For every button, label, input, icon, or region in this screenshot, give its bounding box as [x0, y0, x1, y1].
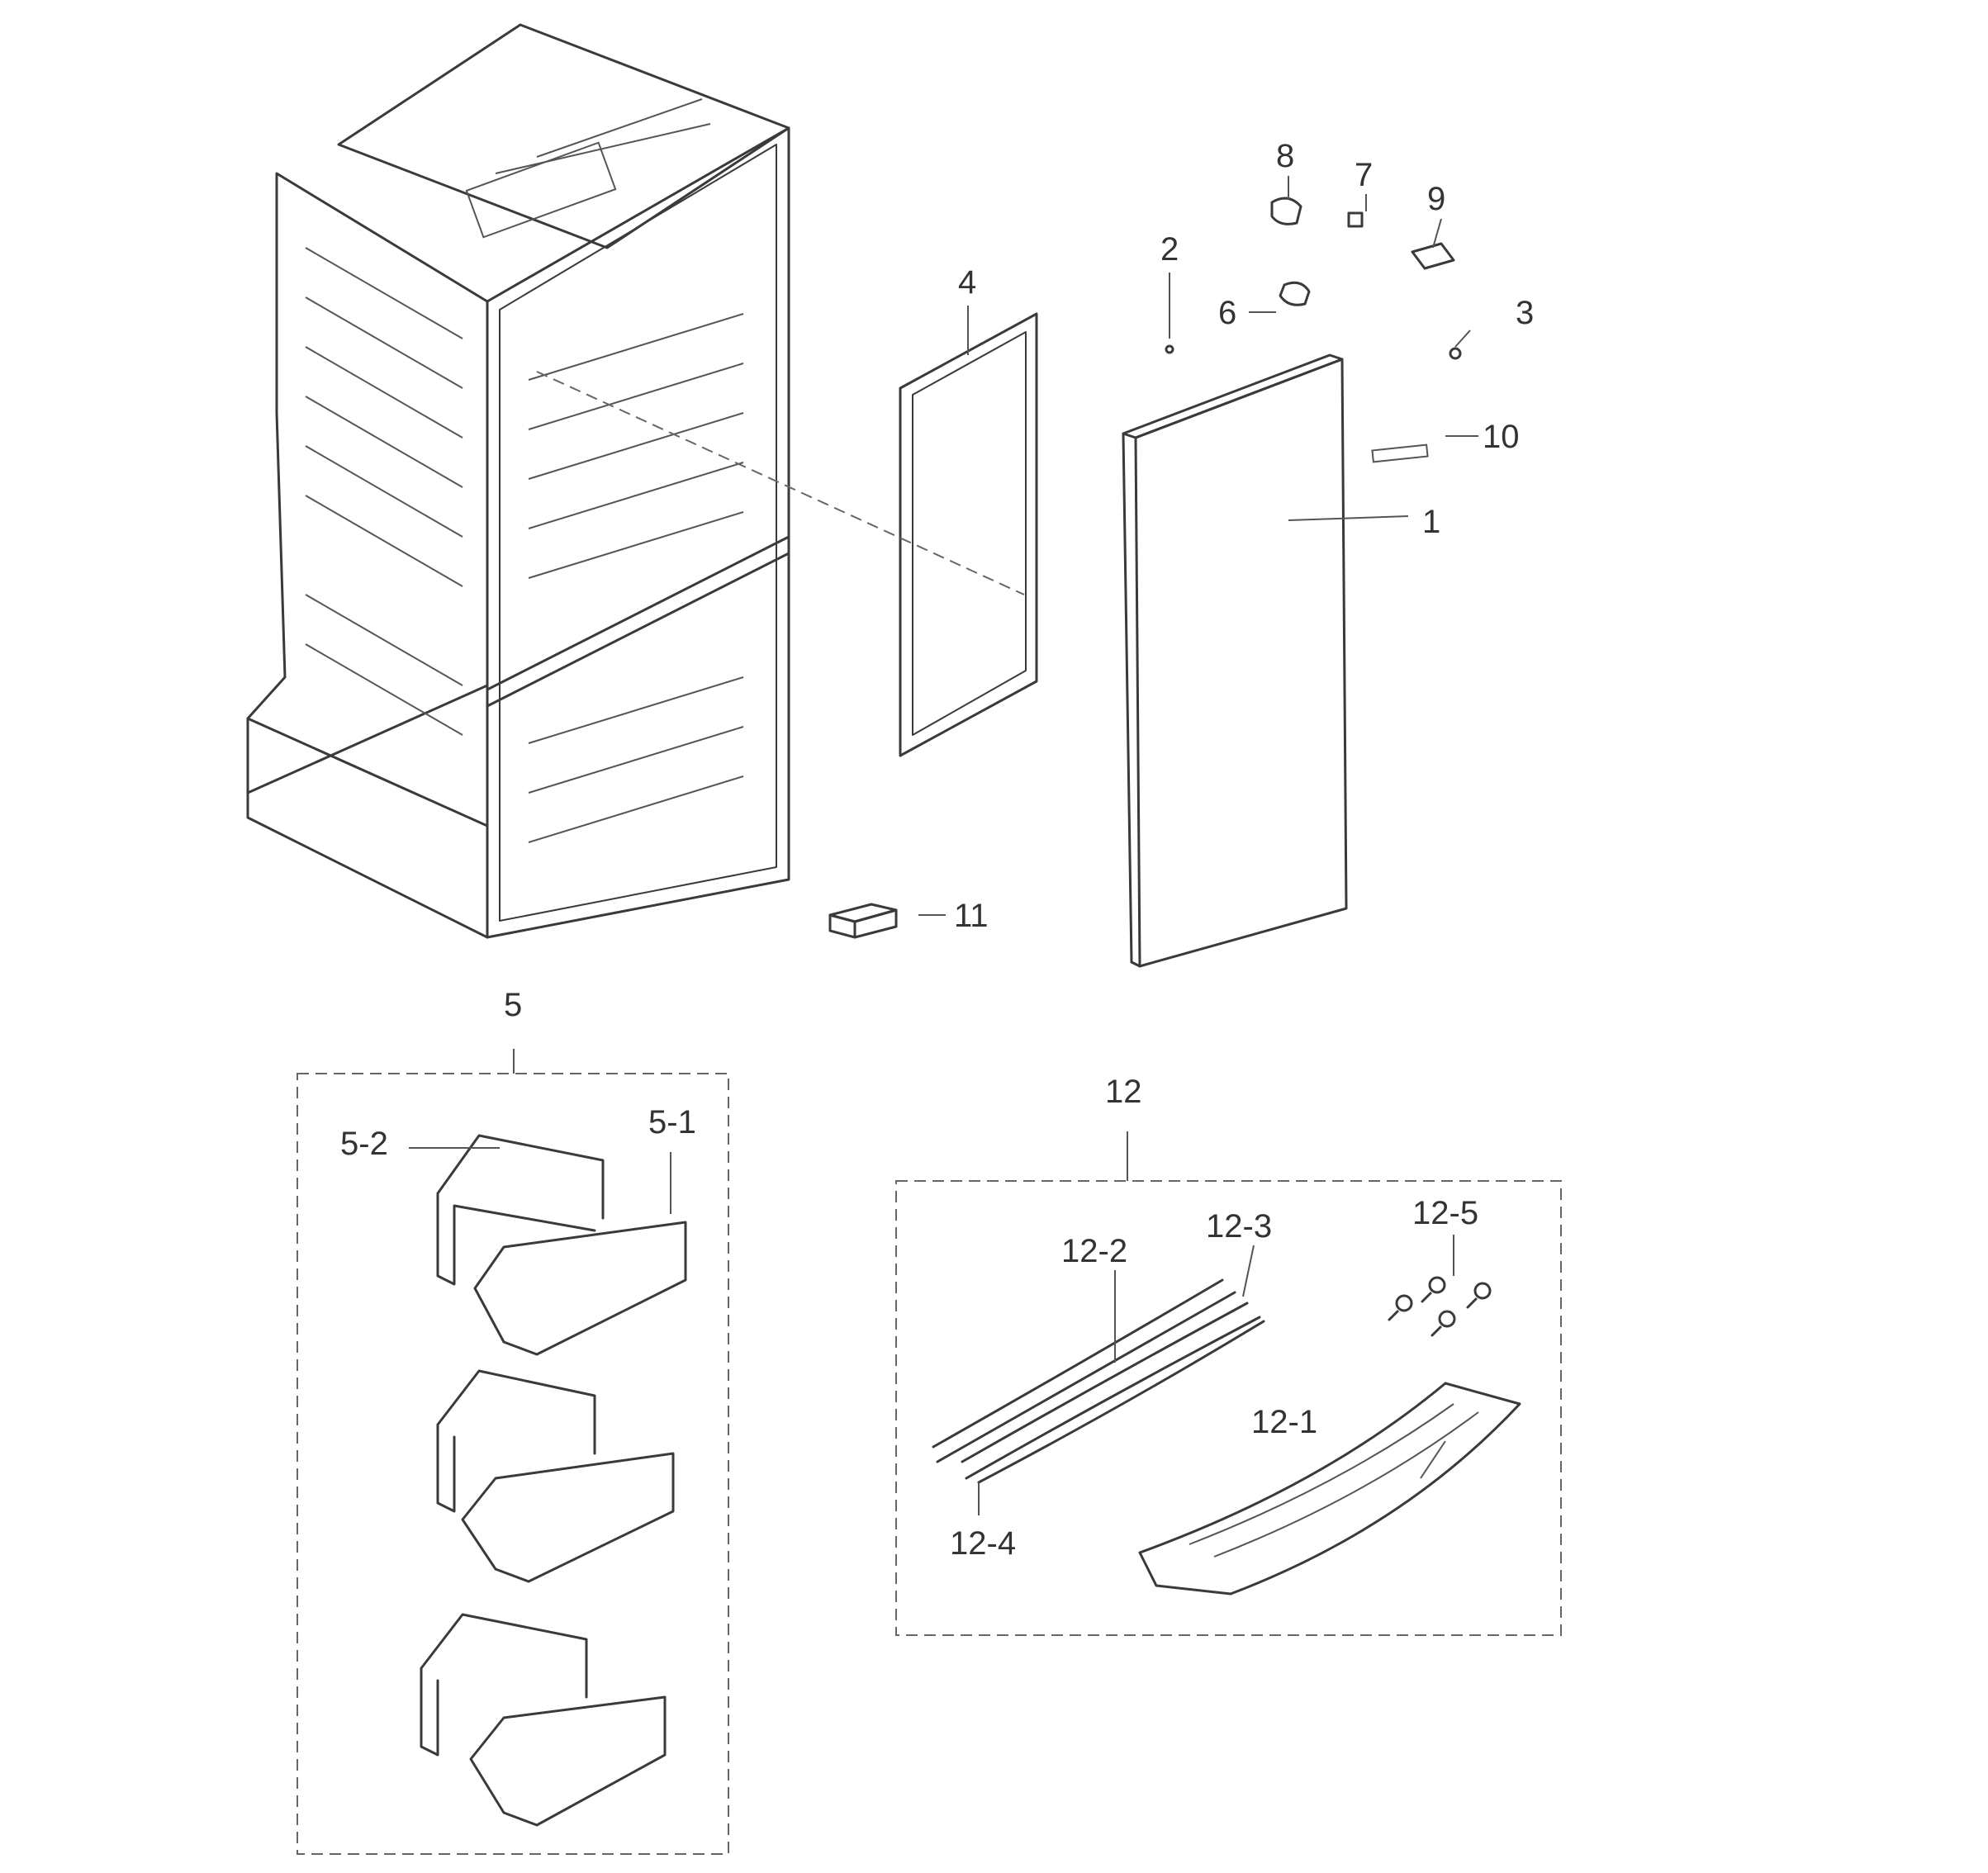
callout-2: 2: [1160, 231, 1179, 268]
stopper-part: [1347, 211, 1364, 228]
hinge-cover-part: [1270, 197, 1302, 225]
callout-8: 8: [1276, 138, 1294, 174]
callout-12-1: 12-1: [1251, 1404, 1317, 1440]
door-gasket: [899, 312, 1038, 757]
callout-12-5: 12-5: [1412, 1195, 1478, 1231]
callout-10: 10: [1483, 419, 1520, 455]
callout-12-2: 12-2: [1061, 1233, 1127, 1269]
callout-6: 6: [1218, 295, 1236, 331]
bin-group-outline: [297, 1073, 729, 1855]
callout-11: 11: [954, 898, 989, 934]
gasket-alignment-line: [536, 371, 1025, 595]
callout-4: 4: [958, 264, 976, 301]
callout-9: 9: [1427, 181, 1445, 217]
callout-5-2: 5-2: [340, 1126, 388, 1162]
door-hinge-pin: [1165, 344, 1174, 354]
leader-lines: [409, 176, 1478, 1515]
top-hinge-part: [1411, 242, 1455, 270]
callout-5: 5: [504, 987, 522, 1023]
callout-1: 1: [1422, 504, 1440, 540]
handle-trims: [932, 1278, 1265, 1484]
door-handle: [1138, 1382, 1521, 1596]
hinge-screw: [1449, 347, 1462, 360]
box-part: [828, 903, 898, 939]
hinge-cap-part: [1279, 281, 1311, 306]
refrigerator-cabinet: [246, 23, 790, 939]
handle-screws: [1388, 1276, 1492, 1337]
door-bin-set: [420, 1134, 687, 1827]
callout-12-3: 12-3: [1206, 1208, 1272, 1245]
samsung-emblem: [1371, 443, 1429, 463]
callout-12: 12: [1105, 1074, 1142, 1110]
refrigerator-door: [1122, 353, 1348, 968]
handle-kit-outline: [895, 1180, 1562, 1636]
callout-7: 7: [1355, 157, 1373, 193]
callout-5-1: 5-1: [648, 1104, 696, 1140]
callout-3: 3: [1516, 295, 1534, 331]
callout-12-4: 12-4: [950, 1525, 1016, 1562]
